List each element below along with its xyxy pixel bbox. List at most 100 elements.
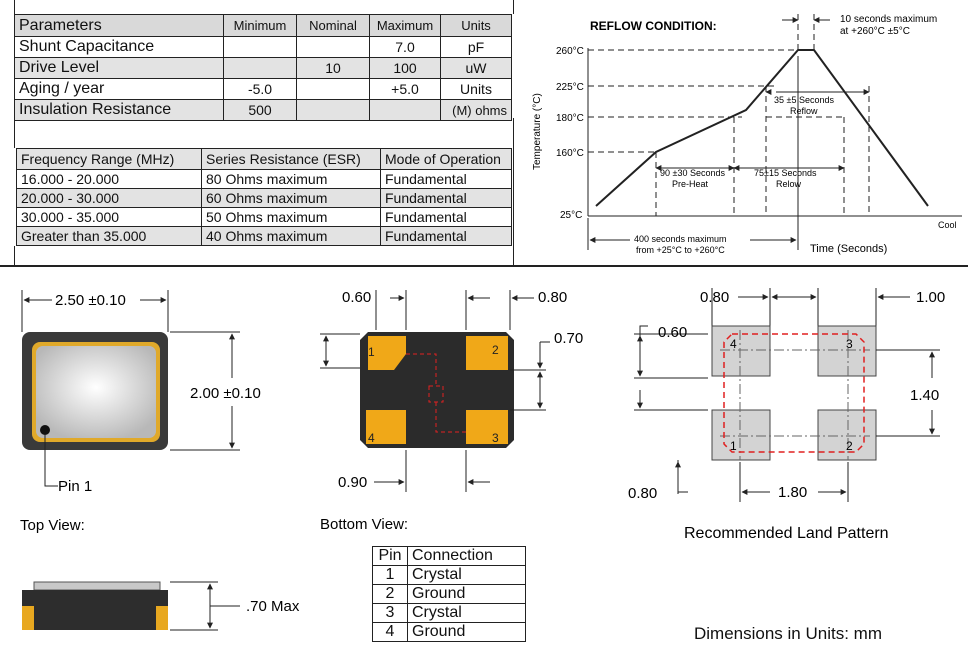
reflow-35-label-1: 35 ±5 Seconds xyxy=(774,95,834,105)
header-connection: Connection xyxy=(407,546,526,566)
frequency-row: 20.000 - 30.000 60 Ohms maximum Fundamen… xyxy=(16,188,512,208)
freq-mode: Fundamental xyxy=(380,188,512,208)
reflow-xlabel: Time (Seconds) xyxy=(810,243,887,255)
pin-number: 1 xyxy=(372,565,408,585)
freq-range: 30.000 - 35.000 xyxy=(16,207,202,227)
bottom-pin-label: 2 xyxy=(492,343,499,357)
frequency-header-row: Frequency Range (MHz) Series Resistance … xyxy=(16,148,512,170)
land-pattern-caption: Recommended Land Pattern xyxy=(684,525,889,542)
top-width-dim: 2.50 ±0.10 xyxy=(55,292,126,309)
land-h-pitch-dim: 1.80 xyxy=(778,484,807,501)
top-height-dim: 2.00 ±0.10 xyxy=(190,385,261,402)
reflow-75-label-2: Relow xyxy=(776,179,802,189)
header-series-resistance: Series Resistance (ESR) xyxy=(201,148,381,170)
frequency-table: Frequency Range (MHz) Series Resistance … xyxy=(16,148,512,246)
bottom-view-drawing: 0.60 0.80 1 2 3 4 0.70 0.90 Bottom View: xyxy=(320,289,583,533)
parameter-row: Aging / year -5.0 +5.0 Units xyxy=(14,78,512,100)
pin-connection: Crystal xyxy=(407,565,526,585)
pin-number: 4 xyxy=(372,622,408,642)
pin-connection: Ground xyxy=(407,584,526,604)
param-name: Shunt Capacitance xyxy=(14,36,224,58)
parameters-header-row: Parameters Minimum Nominal Maximum Units xyxy=(14,14,512,37)
total-label-2: from +25°C to +260°C xyxy=(636,245,725,255)
bottom-pad-3 xyxy=(466,410,508,444)
pin-number: 3 xyxy=(372,603,408,623)
bottom-pad-1 xyxy=(368,336,406,370)
bottom-pin-label: 3 xyxy=(492,431,499,445)
pin-connection-table: Pin Connection 1 Crystal 2 Ground 3 Crys… xyxy=(372,546,526,642)
temp-guides xyxy=(588,14,870,216)
freq-range: 16.000 - 20.000 xyxy=(16,169,202,189)
frame-right-upper xyxy=(513,118,514,266)
pin-table-header: Pin Connection xyxy=(372,546,526,566)
param-nom: 10 xyxy=(296,57,370,79)
cool-label: Cool xyxy=(938,220,957,230)
parameter-row: Insulation Resistance 500 (M) ohms xyxy=(14,99,512,121)
header-mode: Mode of Operation xyxy=(380,148,512,170)
land-package-outline xyxy=(723,333,865,453)
header-maximum: Maximum xyxy=(369,14,441,37)
param-min xyxy=(223,36,297,58)
land-pin-label: 2 xyxy=(846,439,853,453)
total-label-1: 400 seconds maximum xyxy=(634,234,727,244)
reflow-ylabel: Temperature (°C) xyxy=(532,93,543,170)
param-min xyxy=(223,57,297,79)
frame-divider xyxy=(0,265,968,267)
temp-label: 225°C xyxy=(556,82,584,93)
header-minimum: Minimum xyxy=(223,14,297,37)
header-units: Units xyxy=(440,14,512,37)
temp-label: 260°C xyxy=(556,46,584,57)
param-min: -5.0 xyxy=(223,78,297,100)
param-nom xyxy=(296,36,370,58)
land-pin-label: 1 xyxy=(730,439,737,453)
pin-row: 1 Crystal xyxy=(372,565,526,585)
land-pin-label: 4 xyxy=(730,337,737,351)
header-frequency-range: Frequency Range (MHz) xyxy=(16,148,202,170)
temp-label: 25°C xyxy=(560,210,582,221)
bottom-spacing-dim: 0.90 xyxy=(338,474,367,491)
param-max xyxy=(369,99,441,121)
land-pad-2 xyxy=(817,409,877,461)
parameter-row: Drive Level 10 100 uW xyxy=(14,57,512,79)
freq-mode: Fundamental xyxy=(380,226,512,246)
reflow-chart: REFLOW CONDITION: Temperature (°C) 260°C… xyxy=(532,14,962,255)
land-centerlines xyxy=(720,330,870,460)
side-view-body xyxy=(22,590,168,630)
frequency-row: Greater than 35.000 40 Ohms maximum Fund… xyxy=(16,226,512,246)
bottom-pad-w-dim: 0.60 xyxy=(342,289,371,306)
param-max: 7.0 xyxy=(369,36,441,58)
frequency-row: 30.000 - 35.000 50 Ohms maximum Fundamen… xyxy=(16,207,512,227)
reflow-75-label-1: 75±15 Seconds xyxy=(754,168,817,178)
pin-row: 2 Ground xyxy=(372,584,526,604)
top-view-drawing: 2.50 ±0.10 2.00 ±0.10 Pin 1 Top View: .7… xyxy=(20,290,300,631)
side-view-lid xyxy=(33,581,161,591)
param-unit: (M) ohms xyxy=(440,99,512,121)
pin1-marker xyxy=(40,425,50,435)
side-view-pad-left xyxy=(22,606,34,630)
crystal-trace xyxy=(406,353,466,433)
peak-note-1: 10 seconds maximum xyxy=(840,14,937,25)
freq-range: Greater than 35.000 xyxy=(16,226,202,246)
freq-esr: 80 Ohms maximum xyxy=(201,169,381,189)
bottom-pin-label: 4 xyxy=(368,431,375,445)
frame-left-upper xyxy=(14,118,15,148)
land-pad-4 xyxy=(711,325,771,377)
bottom-gap-dim: 0.80 xyxy=(538,289,567,306)
freq-esr: 60 Ohms maximum xyxy=(201,188,381,208)
param-max: +5.0 xyxy=(369,78,441,100)
frequency-row: 16.000 - 20.000 80 Ohms maximum Fundamen… xyxy=(16,169,512,189)
param-unit: Units xyxy=(440,78,512,100)
freq-mode: Fundamental xyxy=(380,207,512,227)
pin-row: 3 Crystal xyxy=(372,603,526,623)
side-view-pad-right xyxy=(156,606,168,630)
bottom-pad-4 xyxy=(366,410,406,444)
land-gap-dim: 1.00 xyxy=(916,289,945,306)
units-note: Dimensions in Units: mm xyxy=(694,624,882,643)
reflow-35-label-2: Reflow xyxy=(790,106,818,116)
pin-number: 2 xyxy=(372,584,408,604)
land-pad-w-dim: 0.80 xyxy=(700,289,729,306)
freq-esr: 50 Ohms maximum xyxy=(201,207,381,227)
bottom-view-caption: Bottom View: xyxy=(320,516,408,533)
pin1-label: Pin 1 xyxy=(58,478,92,495)
land-pattern-drawing: 0.80 1.00 0.60 4 3 1 2 1.40 0.80 1.80 Re… xyxy=(628,288,945,542)
